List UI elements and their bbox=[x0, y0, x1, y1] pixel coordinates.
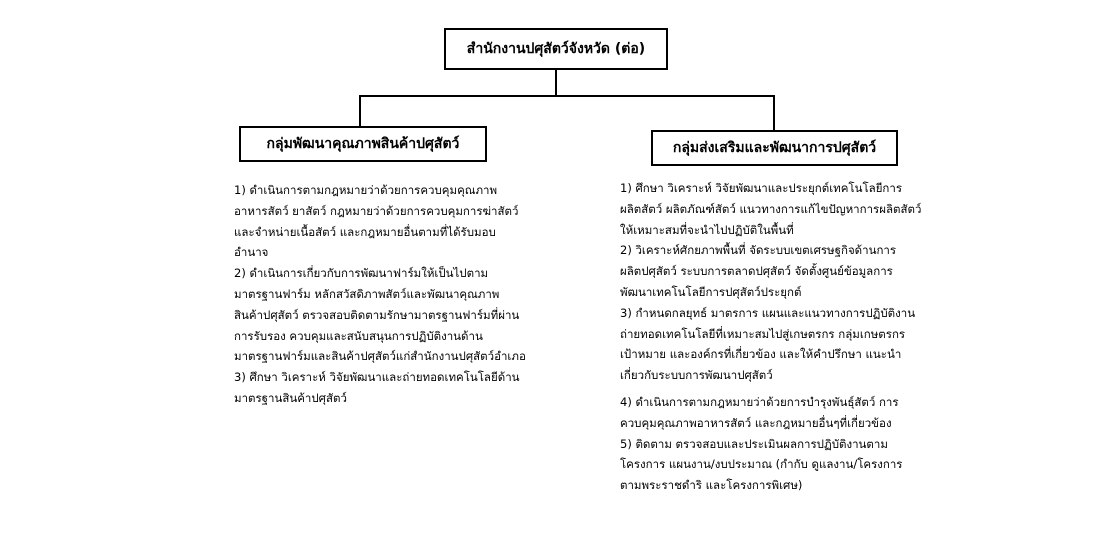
duty-line: 1) ศึกษา วิเคราะห์ วิจัยพัฒนาและประยุกต์… bbox=[620, 181, 903, 195]
duty-line: ผลิตสัตว์ ผลิตภัณฑ์สัตว์ แนวทางการแก้ไขป… bbox=[620, 201, 922, 216]
right-group-box: กลุ่มส่งเสริมและพัฒนาการปศุสัตว์ bbox=[651, 130, 898, 166]
duty-line: 3) กำหนดกลยุทธ์ มาตรการ แผนและแนวทางการป… bbox=[620, 305, 916, 320]
left-group-box: กลุ่มพัฒนาคุณภาพสินค้าปศุสัตว์ bbox=[239, 126, 487, 162]
duty-line: ตามพระราชดำริ และโครงการพิเศษ) bbox=[620, 478, 803, 493]
duty-line: เกี่ยวกับระบบการพัฒนาปศุสัตว์ bbox=[620, 368, 773, 383]
duty-line: 2) ดำเนินการเกี่ยวกับการพัฒนาฟาร์มให้เป็… bbox=[234, 266, 489, 281]
duty-line: ควบคุมคุณภาพอาหารสัตว์ และกฎหมายอื่นๆที่… bbox=[620, 415, 892, 430]
duty-line: พัฒนาเทคโนโลยีการปศุสัตว์ประยุกต์ bbox=[620, 284, 802, 299]
duty-line: สินค้าปศุสัตว์ ตรวจสอบติดตามรักษามาตรฐาน… bbox=[234, 307, 520, 322]
duty-line: อำนาจ bbox=[234, 245, 269, 260]
duty-line: มาตรฐานสินค้าปศุสัตว์ bbox=[234, 390, 347, 405]
duty-line: การรับรอง ควบคุมและสนับสนุนการปฏิบัติงาน… bbox=[234, 328, 483, 343]
top-org-box: สำนักงานปศุสัตว์จังหวัด (ต่อ) bbox=[444, 28, 668, 70]
connector-right-vertical bbox=[773, 95, 775, 130]
duty-line: อาหารสัตว์ ยาสัตว์ กฎหมายว่าด้วยการควบคุ… bbox=[234, 203, 519, 218]
right-group-title: กลุ่มส่งเสริมและพัฒนาการปศุสัตว์ bbox=[672, 140, 877, 156]
duty-line: เป้าหมาย และองค์กรที่เกี่ยวข้อง และให้คำ… bbox=[620, 347, 902, 362]
top-org-title: สำนักงานปศุสัตว์จังหวัด (ต่อ) bbox=[466, 41, 646, 57]
duty-line: มาตรฐานฟาร์มและสินค้าปศุสัตว์แก่สำนักงาน… bbox=[234, 349, 526, 364]
duty-line: และจำหน่ายเนื้อสัตว์ และกฎหมายอื่นตามที่… bbox=[234, 224, 496, 239]
duty-line: 4) ดำเนินการตามกฎหมายว่าด้วยการบำรุงพันธ… bbox=[620, 394, 899, 409]
connector-left-vertical bbox=[359, 95, 361, 126]
duty-line: 5) ติดตาม ตรวจสอบและประเมินผลการปฏิบัติง… bbox=[620, 436, 888, 451]
duty-line: ผลิตปศุสัตว์ ระบบการตลาดปศุสัตว์ จัดตั้ง… bbox=[620, 264, 893, 279]
duty-line: 3) ศึกษา วิเคราะห์ วิจัยพัฒนาและถ่ายทอดเ… bbox=[234, 370, 520, 385]
duty-line: ให้เหมาะสมที่จะนำไปปฏิบัติในพื้นที่ bbox=[620, 222, 794, 237]
duty-line: มาตรฐานฟาร์ม หลักสวัสดิภาพสัตว์และพัฒนาค… bbox=[234, 286, 500, 301]
right-group-duties: 1) ศึกษา วิเคราะห์ วิจัยพัฒนาและประยุกต์… bbox=[620, 178, 960, 496]
duty-line: โครงการ แผนงาน/งบประมาณ (กำกับ ดูแลงาน/โ… bbox=[620, 457, 903, 472]
connector-top-vertical bbox=[555, 70, 557, 96]
duty-line: ถ่ายทอดเทคโนโลยีที่เหมาะสมไปสู่เกษตรกร ก… bbox=[620, 326, 906, 341]
left-group-title: กลุ่มพัฒนาคุณภาพสินค้าปศุสัตว์ bbox=[266, 136, 460, 152]
left-group-duties: 1) ดำเนินการตามกฎหมายว่าด้วยการควบคุมคุณ… bbox=[234, 180, 604, 409]
duty-line: 1) ดำเนินการตามกฎหมายว่าด้วยการควบคุมคุณ… bbox=[234, 183, 498, 197]
connector-horizontal bbox=[359, 95, 775, 97]
duty-line: 2) วิเคราะห์ศักยภาพพื้นที่ จัดระบบเขตเศร… bbox=[620, 243, 897, 258]
